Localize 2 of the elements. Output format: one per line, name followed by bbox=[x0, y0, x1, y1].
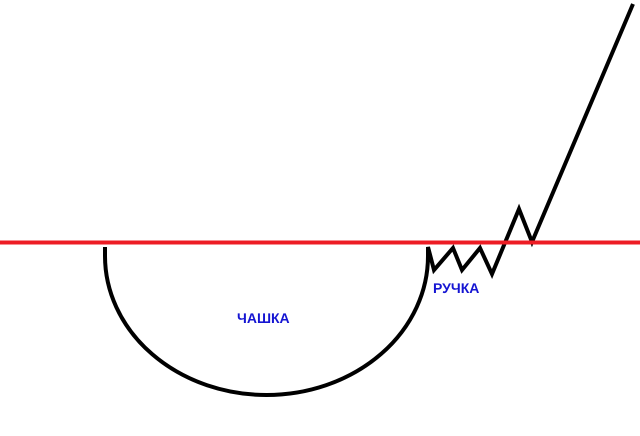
pattern-label: ЧАШКА bbox=[237, 309, 290, 327]
pattern-label: РУЧКА bbox=[433, 279, 480, 297]
